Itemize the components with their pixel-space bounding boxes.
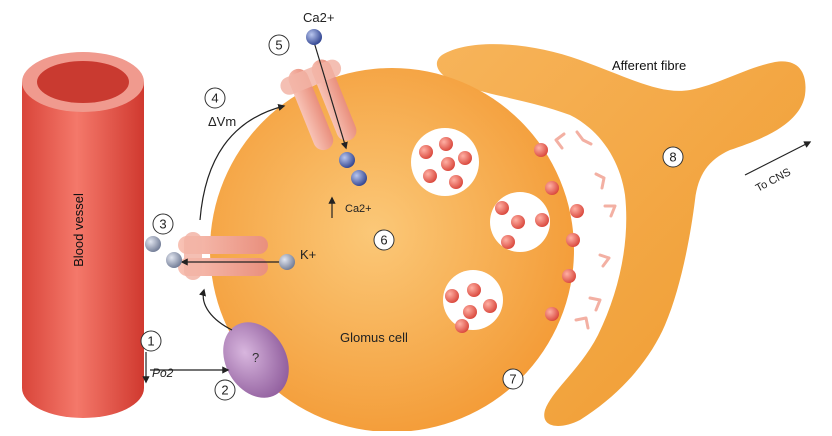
potassium-ion bbox=[145, 236, 161, 252]
granule bbox=[534, 143, 548, 157]
blood-vessel-label: Blood vessel bbox=[71, 193, 86, 267]
receptors bbox=[554, 130, 617, 330]
granule bbox=[570, 204, 584, 218]
step-7: 7 bbox=[502, 368, 524, 390]
receptor-icon bbox=[603, 204, 617, 218]
granule bbox=[467, 283, 481, 297]
receptor-icon bbox=[598, 253, 611, 268]
glomus-cell-label: Glomus cell bbox=[340, 330, 408, 345]
step-5: 5 bbox=[268, 34, 290, 56]
step-1: 1 bbox=[140, 330, 162, 352]
granule bbox=[501, 235, 515, 249]
arrow-sensor-to-kchannel bbox=[199, 288, 233, 331]
to-cns-label: To CNS bbox=[754, 166, 793, 194]
calcium-ion bbox=[306, 29, 322, 45]
step-number: 8 bbox=[669, 150, 676, 165]
oxygen-sensor: ? bbox=[223, 322, 289, 398]
step-number: 1 bbox=[147, 334, 154, 349]
granule bbox=[562, 269, 576, 283]
granule bbox=[439, 137, 453, 151]
granule bbox=[566, 233, 580, 247]
afferent-fibre: Afferent fibre bbox=[436, 44, 806, 426]
calcium-label-top: Ca2+ bbox=[303, 10, 334, 25]
blood-vessel: Blood vessel bbox=[22, 52, 144, 418]
potassium-ion bbox=[279, 254, 295, 270]
granule bbox=[449, 175, 463, 189]
arrow-to-cns bbox=[744, 141, 812, 176]
step-number: 3 bbox=[159, 217, 166, 232]
vesicle bbox=[443, 270, 503, 330]
granule bbox=[545, 307, 559, 321]
step-number: 4 bbox=[211, 91, 218, 106]
step-number: 2 bbox=[221, 383, 228, 398]
granule bbox=[511, 215, 525, 229]
granule bbox=[483, 299, 497, 313]
granule bbox=[441, 157, 455, 171]
step-number: 5 bbox=[275, 38, 282, 53]
granule bbox=[458, 151, 472, 165]
receptor-icon bbox=[594, 172, 606, 190]
step-number: 7 bbox=[509, 372, 516, 387]
granule bbox=[423, 169, 437, 183]
step-3: 3 bbox=[152, 213, 174, 235]
afferent-fibre-label: Afferent fibre bbox=[612, 58, 686, 73]
granule bbox=[445, 289, 459, 303]
receptor-icon bbox=[588, 296, 602, 312]
granule bbox=[545, 181, 559, 195]
arrow-kchannel-to-cachannel bbox=[199, 103, 286, 221]
po2-label: Po2 bbox=[152, 366, 174, 380]
step-8: 8 bbox=[662, 146, 684, 168]
calcium-ion bbox=[339, 152, 355, 168]
transmitter-granules bbox=[419, 137, 584, 333]
granule bbox=[535, 213, 549, 227]
granule bbox=[495, 201, 509, 215]
granule bbox=[455, 319, 469, 333]
glomus-cell: Glomus cell bbox=[210, 68, 574, 432]
calcium-label-inside: Ca2+ bbox=[345, 203, 372, 215]
granule bbox=[463, 305, 477, 319]
step-number: 6 bbox=[380, 233, 387, 248]
granule bbox=[419, 145, 433, 159]
delta-vm-label: ΔVm bbox=[208, 114, 236, 129]
step-4: 4 bbox=[204, 87, 226, 109]
receptor-icon bbox=[554, 132, 566, 150]
calcium-ion bbox=[351, 170, 367, 186]
receptor-icon bbox=[574, 316, 590, 330]
step-6: 6 bbox=[373, 229, 395, 251]
sensor-question-mark: ? bbox=[252, 350, 259, 365]
receptor-icon bbox=[575, 130, 593, 146]
step-2: 2 bbox=[214, 379, 236, 401]
potassium-label: K+ bbox=[300, 247, 316, 262]
potassium-ion bbox=[166, 252, 182, 268]
calcium-channel bbox=[280, 59, 357, 151]
